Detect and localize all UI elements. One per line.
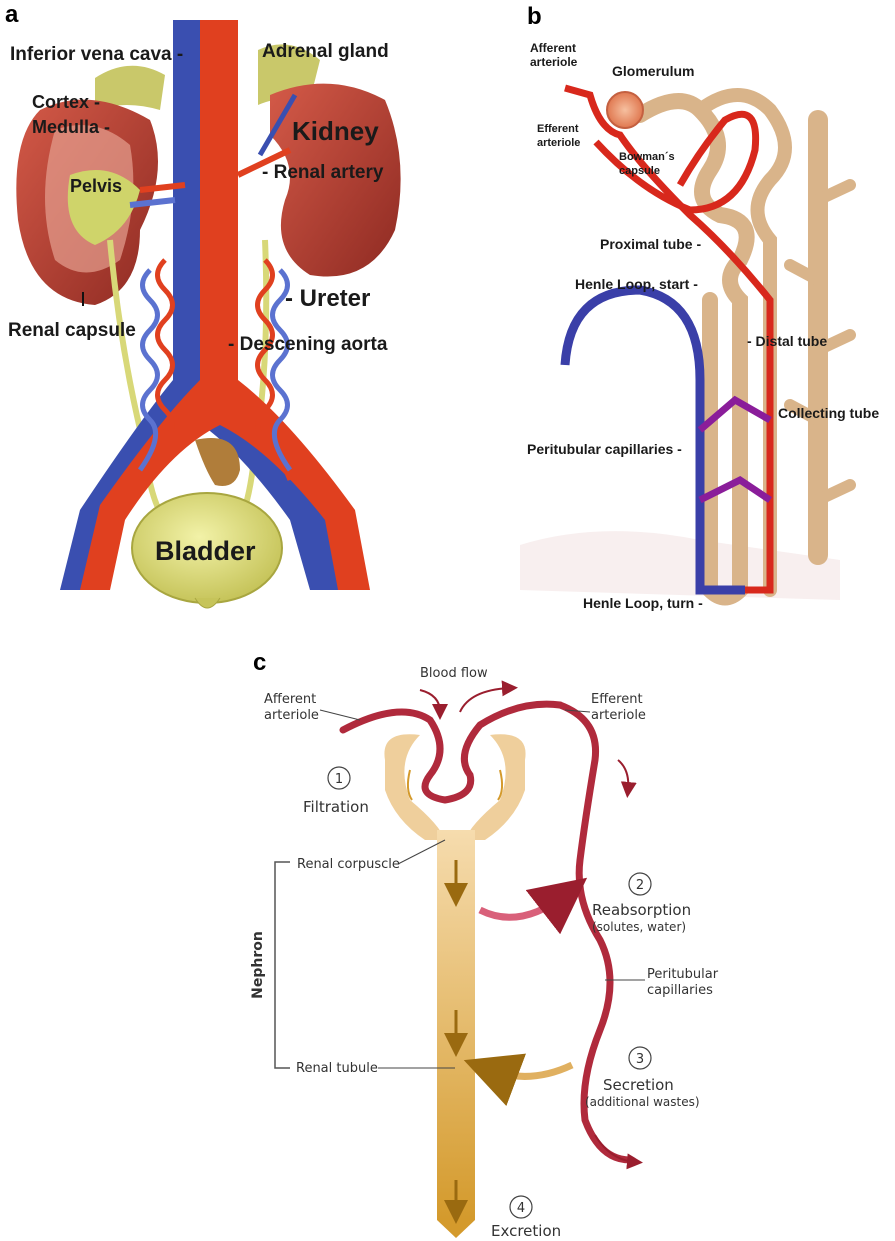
panel-label-b: b [527,3,542,30]
label-peritubular-b: Peritubular capillaries - [527,441,682,457]
label-blood-flow: Blood flow [420,666,488,681]
panel-b: b Afferent arteriole Glomerulum Efferent… [520,3,879,611]
urethra [195,598,220,608]
afferent-leader [320,710,360,720]
glomerular-capillary [343,704,560,800]
blood-flow-arrow-in [420,690,440,712]
label-renal-tubule: Renal tubule [296,1061,378,1076]
label-henle-start: Henle Loop, start - [575,276,698,292]
label-filtration: Filtration [303,798,369,816]
label-adrenal-gland: Adrenal gland [262,41,389,62]
label-peritubular-c-2: capillaries [647,983,713,998]
label-secretion: Secretion [603,1076,674,1094]
blood-flow-arrow-out [460,688,510,712]
glomerulum [607,92,643,128]
label-reabsorption: Reabsorption [592,901,691,919]
label-efferent-c-1: Efferent [591,692,643,707]
label-renal-corpuscle: Renal corpuscle [297,857,400,872]
label-efferent-b-1: Efferent [537,123,579,135]
label-renal-artery: - Renal artery [262,162,384,183]
step-3-number: 3 [636,1052,644,1067]
label-descending-aorta: - Descening aorta [228,334,388,355]
label-peritubular-c-1: Peritubular [647,967,719,982]
label-inferior-vena-cava: Inferior vena cava - [10,44,183,65]
label-efferent-b-2: arteriole [537,137,580,149]
reabsorption-arrow [480,895,565,917]
label-reabsorption-sub: (solutes, water) [592,920,686,934]
bowman-capsule-right [465,734,526,840]
label-glomerulum: Glomerulum [612,63,694,79]
panel-a: a Inferior vena cava - Adrenal gland Cor… [5,1,401,608]
panel-label-c: c [253,649,266,676]
step-1-number: 1 [335,772,343,787]
step-2-number: 2 [636,878,644,893]
nephron-bracket [275,862,290,1068]
panel-c: c Blood flow Afferent arteriole Efferent… [250,649,719,1240]
label-bowman-1: Bowman´s [619,151,675,163]
step-4-number: 4 [517,1201,525,1216]
label-bowman-2: capsule [619,165,660,177]
label-henle-turn: Henle Loop, turn - [583,595,703,611]
secretion-arrow [490,1065,572,1076]
blood-flow-arrow-efferent [618,760,628,790]
label-pelvis: Pelvis [70,176,122,196]
reflection-shadow [520,531,840,600]
bowman-capsule-left [384,734,445,840]
label-kidney: Kidney [292,116,379,146]
label-efferent-c-2: arteriole [591,708,646,723]
label-afferent-c-2: arteriole [264,708,319,723]
label-collecting-tube: Collecting tube [778,405,879,421]
label-ureter: - Ureter [285,285,370,312]
label-bladder: Bladder [155,536,256,566]
label-afferent-b-2: arteriole [530,55,578,69]
tubule-tip [437,1220,475,1238]
label-afferent-b-1: Afferent [530,41,576,55]
label-distal-tube: - Distal tube [747,333,827,349]
label-medulla: Medulla - [32,117,110,137]
label-secretion-sub: (additional wastes) [585,1095,700,1109]
label-renal-capsule: Renal capsule [8,320,136,341]
label-afferent-c-1: Afferent [264,692,316,707]
label-cortex: Cortex - [32,92,100,112]
panel-label-a: a [5,1,19,28]
label-excretion: Excretion [491,1222,561,1240]
label-proximal-tube: Proximal tube - [600,236,701,252]
label-nephron: Nephron [250,931,266,999]
